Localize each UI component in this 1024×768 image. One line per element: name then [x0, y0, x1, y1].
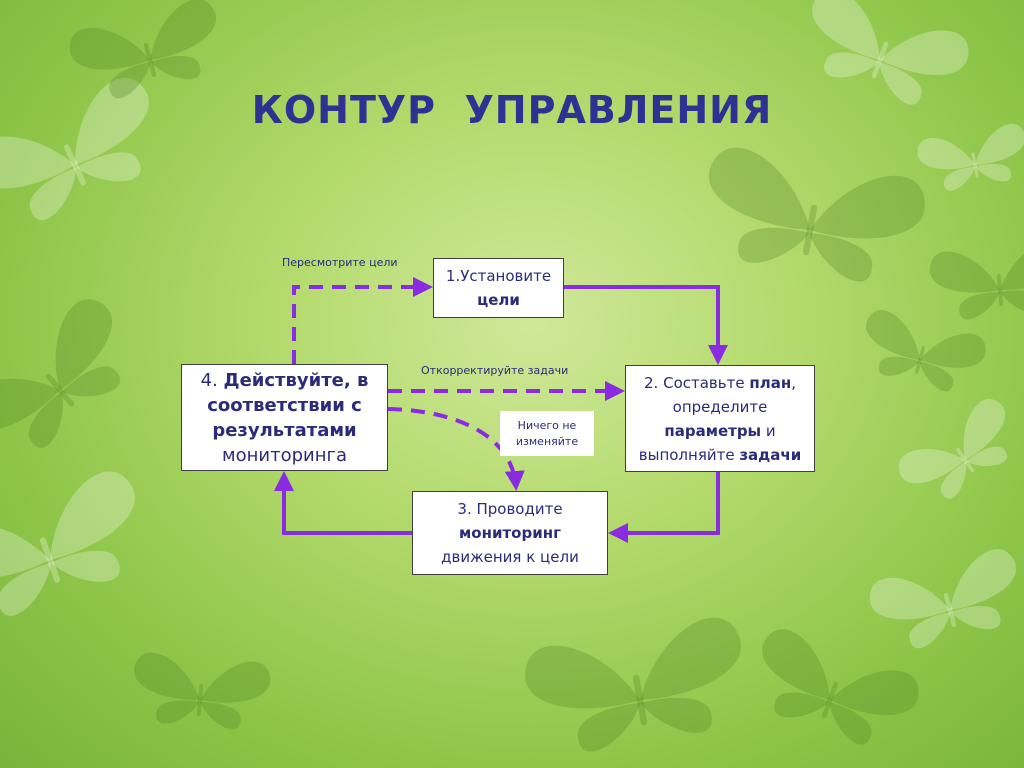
step-2-line-2: определите	[672, 397, 768, 416]
step-3-line-3: движения к цели	[441, 548, 579, 566]
no-change-line-2: изменяйте	[515, 434, 579, 448]
step-4-act: 4. Действуйте, в соответствии с результа…	[181, 364, 388, 471]
arrow-plan-to-monitoring	[608, 472, 720, 543]
step-2-line-4: выполняйте задачи	[638, 445, 802, 464]
step-3-monitoring: 3. Проводите мониторинг движения к цели	[412, 491, 608, 575]
step-3-line-2: мониторинг	[459, 524, 561, 542]
step-1-line-1: 1.Установите	[445, 267, 552, 285]
step-1-line-2: цели	[477, 291, 520, 309]
step-2-line-3: параметры и	[664, 421, 776, 440]
step-4-line-2: соответствии с	[207, 394, 362, 416]
slide-title: КОНТУР УПРАВЛЕНИЯ	[251, 88, 773, 132]
arrow-monitoring-to-act	[274, 471, 412, 535]
arrow-no-change	[387, 407, 525, 491]
step-3-line-1: 3. Проводите	[457, 500, 563, 518]
step-4-line-4: мониторинга	[222, 444, 347, 466]
step-2-line-1: 2. Составьте план,	[644, 373, 796, 392]
review-goals-label: Пересмотрите цели	[282, 256, 398, 269]
arrow-goals-to-plan	[564, 285, 728, 365]
no-change-line-1: Ничего не	[517, 418, 577, 432]
step-4-line-3: результатами	[212, 419, 357, 441]
correct-tasks-label: Откорректируйте задачи	[421, 364, 569, 377]
step-2-make-plan: 2. Составьте план, определите параметры …	[625, 365, 815, 472]
no-change-note: Ничего не изменяйте	[500, 411, 594, 456]
arrow-review-goals	[292, 277, 433, 364]
step-1-set-goals: 1.Установите цели	[433, 258, 564, 318]
step-4-line-1: 4. Действуйте, в	[200, 369, 369, 391]
